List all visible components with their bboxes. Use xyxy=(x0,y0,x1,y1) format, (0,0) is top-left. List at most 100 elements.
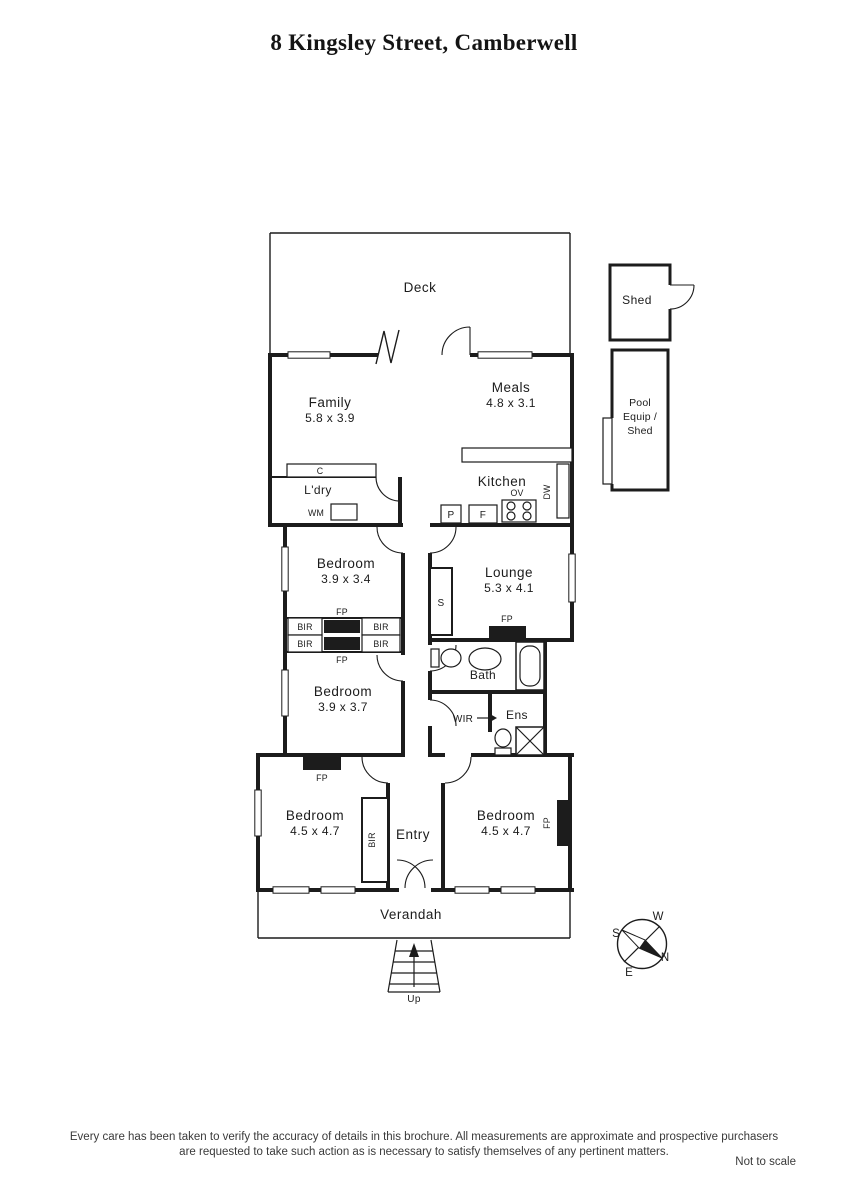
disclaimer-line-2: are requested to take such action as is … xyxy=(179,1146,669,1158)
window xyxy=(272,886,310,894)
fixture-label-fp-1: FP xyxy=(336,607,348,617)
room-dims-family: 5.8 x 3.9 xyxy=(305,411,355,425)
joinery xyxy=(286,447,573,883)
room-label-wir: WIR xyxy=(453,714,473,725)
window xyxy=(477,351,533,359)
bathtub-inner xyxy=(519,645,541,687)
room-label-ens: Ens xyxy=(506,708,528,722)
toilet-bowl xyxy=(440,648,462,668)
verandah-outline xyxy=(257,892,571,939)
room-dims-bedroom4: 4.5 x 4.7 xyxy=(481,824,531,838)
fixture-label-bir-3: BIR xyxy=(297,639,312,649)
room-label-bedroom3: Bedroom xyxy=(286,808,344,823)
window xyxy=(500,886,536,894)
room-label-kitchen: Kitchen xyxy=(478,474,527,489)
fixture-label-fp-bed4: FP xyxy=(542,817,552,829)
up-arrow-head xyxy=(409,943,419,957)
front-steps xyxy=(387,939,441,993)
room-label-entry: Entry xyxy=(396,827,430,842)
kitchen-bench xyxy=(461,447,573,463)
shower-glass xyxy=(515,726,545,756)
toilet-tank xyxy=(494,747,512,756)
room-dims-bedroom3: 4.5 x 4.7 xyxy=(290,824,340,838)
robe-cell xyxy=(287,634,323,653)
room-label-pool-shed-3: Shed xyxy=(627,425,652,437)
fireplace-box xyxy=(489,626,526,639)
shed-walls xyxy=(608,263,672,342)
fixture-label-bir-entry: BIR xyxy=(367,832,377,847)
compass: W S N E xyxy=(612,911,669,979)
robe-cell xyxy=(361,634,401,653)
wall-break-zigzag xyxy=(375,329,400,365)
room-dims-bedroom1: 3.9 x 3.4 xyxy=(321,572,371,586)
fireplace-box xyxy=(324,620,360,633)
fireplaces xyxy=(303,620,570,846)
fixture-label-fp-bed3: FP xyxy=(316,773,328,783)
compass-w: W xyxy=(653,911,664,923)
room-label-bedroom2: Bedroom xyxy=(314,684,372,699)
fixture-label-bir-2: BIR xyxy=(373,622,388,632)
fixture-label-ov: OV xyxy=(510,488,523,498)
entry-robe xyxy=(361,797,389,883)
compass-s: S xyxy=(612,928,620,940)
fixture-label-fp-2: FP xyxy=(336,655,348,665)
pantry xyxy=(440,504,462,524)
fixture-label-store: S xyxy=(438,598,445,609)
disclaimer-line-1: Every care has been taken to verify the … xyxy=(69,1131,779,1143)
window xyxy=(568,553,576,603)
wir-arrow xyxy=(477,714,497,722)
room-label-bath: Bath xyxy=(470,668,496,682)
fireplace-box xyxy=(303,757,341,770)
fixture-label-fridge: F xyxy=(480,510,486,521)
compass-e: E xyxy=(625,967,633,979)
room-label-pool-shed-2: Equip / xyxy=(623,411,657,423)
cupboard xyxy=(286,463,377,478)
label-up: Up xyxy=(407,994,421,1005)
room-label-lounge: Lounge xyxy=(485,565,533,580)
compass-n: N xyxy=(661,952,669,964)
store-closet xyxy=(429,567,453,636)
room-label-family: Family xyxy=(309,395,352,410)
fireplace-box xyxy=(324,637,360,650)
room-dims-bedroom2: 3.9 x 3.7 xyxy=(318,700,368,714)
burner xyxy=(506,501,516,511)
windows xyxy=(254,351,576,894)
fixture-label-bir-4: BIR xyxy=(373,639,388,649)
room-label-verandah: Verandah xyxy=(380,907,442,922)
washing-machine xyxy=(330,503,358,521)
fireplace-box xyxy=(557,800,570,846)
room-label-shed: Shed xyxy=(622,293,652,307)
room-label-bedroom1: Bedroom xyxy=(317,556,375,571)
fixture-label-bir-1: BIR xyxy=(297,622,312,632)
fixture-label-wm: WM xyxy=(308,508,324,518)
window xyxy=(287,351,331,359)
scale-note: Not to scale xyxy=(735,1156,796,1168)
room-label-pool-shed-1: Pool xyxy=(629,397,651,409)
room-label-meals: Meals xyxy=(492,380,531,395)
basin xyxy=(468,647,502,671)
cooktop xyxy=(501,499,537,523)
fixture-label-fp-lounge: FP xyxy=(501,614,513,624)
room-dims-lounge: 5.3 x 4.1 xyxy=(484,581,534,595)
disclaimer: Every care has been taken to verify the … xyxy=(0,1130,848,1160)
toilet-bowl xyxy=(494,728,512,748)
window xyxy=(454,886,490,894)
room-label-laundry: L'dry xyxy=(304,483,332,497)
toilet-tank xyxy=(430,648,440,668)
fridge-space xyxy=(468,504,498,524)
burner xyxy=(522,501,532,511)
fixture-label-dw: DW xyxy=(542,484,552,500)
room-dims-meals: 4.8 x 3.1 xyxy=(486,396,536,410)
walls-main xyxy=(256,353,574,892)
window xyxy=(320,886,356,894)
window xyxy=(281,669,289,717)
burner xyxy=(522,511,532,521)
room-label-deck: Deck xyxy=(404,280,437,295)
window xyxy=(281,546,289,592)
pool-shed-gate xyxy=(602,417,613,485)
page-title: 8 Kingsley Street, Camberwell xyxy=(270,30,578,55)
burner xyxy=(506,511,516,521)
dishwasher xyxy=(556,463,570,519)
